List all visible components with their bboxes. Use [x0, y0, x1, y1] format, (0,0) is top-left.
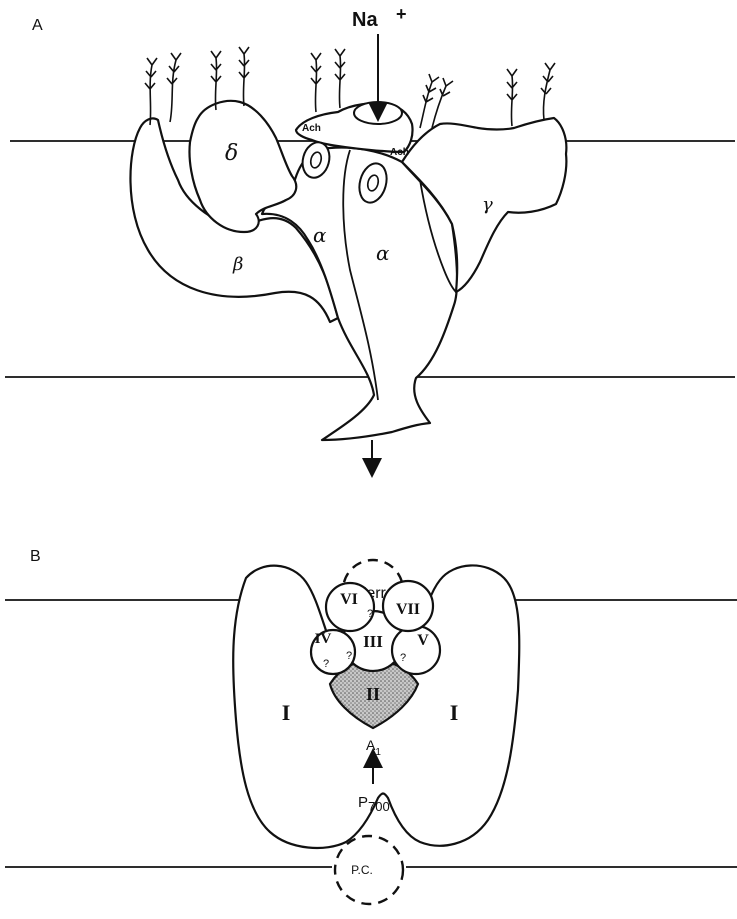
alpha-label-2: α: [376, 241, 390, 265]
question-mark: ?: [323, 658, 329, 670]
subunit-i-right-label: I: [450, 700, 459, 725]
question-mark: ?: [367, 608, 373, 620]
subunit-v-label: V: [417, 632, 429, 649]
panel-a: A: [5, 4, 735, 468]
beta-label: β: [232, 254, 243, 275]
delta-label: δ: [225, 141, 238, 166]
ion-charge-label: +: [396, 4, 407, 24]
question-mark: ?: [400, 652, 406, 664]
subunit-ii-label: II: [366, 684, 380, 704]
alpha-label-1: α: [313, 223, 327, 247]
glycan-chain: [211, 51, 221, 110]
ach-left-label: Ach: [302, 123, 321, 134]
glycan-chain: [335, 49, 345, 108]
gamma-label: γ: [482, 194, 493, 215]
panel-b-label: B: [30, 548, 41, 565]
glycan-chain: [167, 53, 181, 122]
panel-a-label: A: [32, 17, 43, 34]
glycan-chain: [311, 53, 321, 112]
glycan-chain: [507, 69, 517, 126]
glycan-chain: [145, 58, 157, 125]
panel-b: B Ferr. III IV V VI VII II I I ? ? ? ?: [5, 548, 737, 904]
subunit-v: [392, 626, 440, 674]
subunit-vi-label: VI: [340, 591, 358, 608]
subunit-i-left-label: I: [282, 700, 291, 725]
ion-label: Na: [352, 9, 378, 31]
subunit-iii-label: III: [363, 632, 383, 651]
subunit-vii-label: VII: [396, 601, 420, 618]
plastocyanin-label: P.C.: [351, 863, 373, 877]
glycan-chain: [541, 63, 555, 120]
glycan-chain: [420, 74, 439, 128]
glycan-chain: [432, 78, 453, 128]
subunit-iv-label: IV: [315, 631, 332, 647]
question-mark: ?: [346, 650, 352, 662]
glycan-chain: [239, 47, 249, 106]
ach-right-label: Ach: [390, 147, 409, 158]
